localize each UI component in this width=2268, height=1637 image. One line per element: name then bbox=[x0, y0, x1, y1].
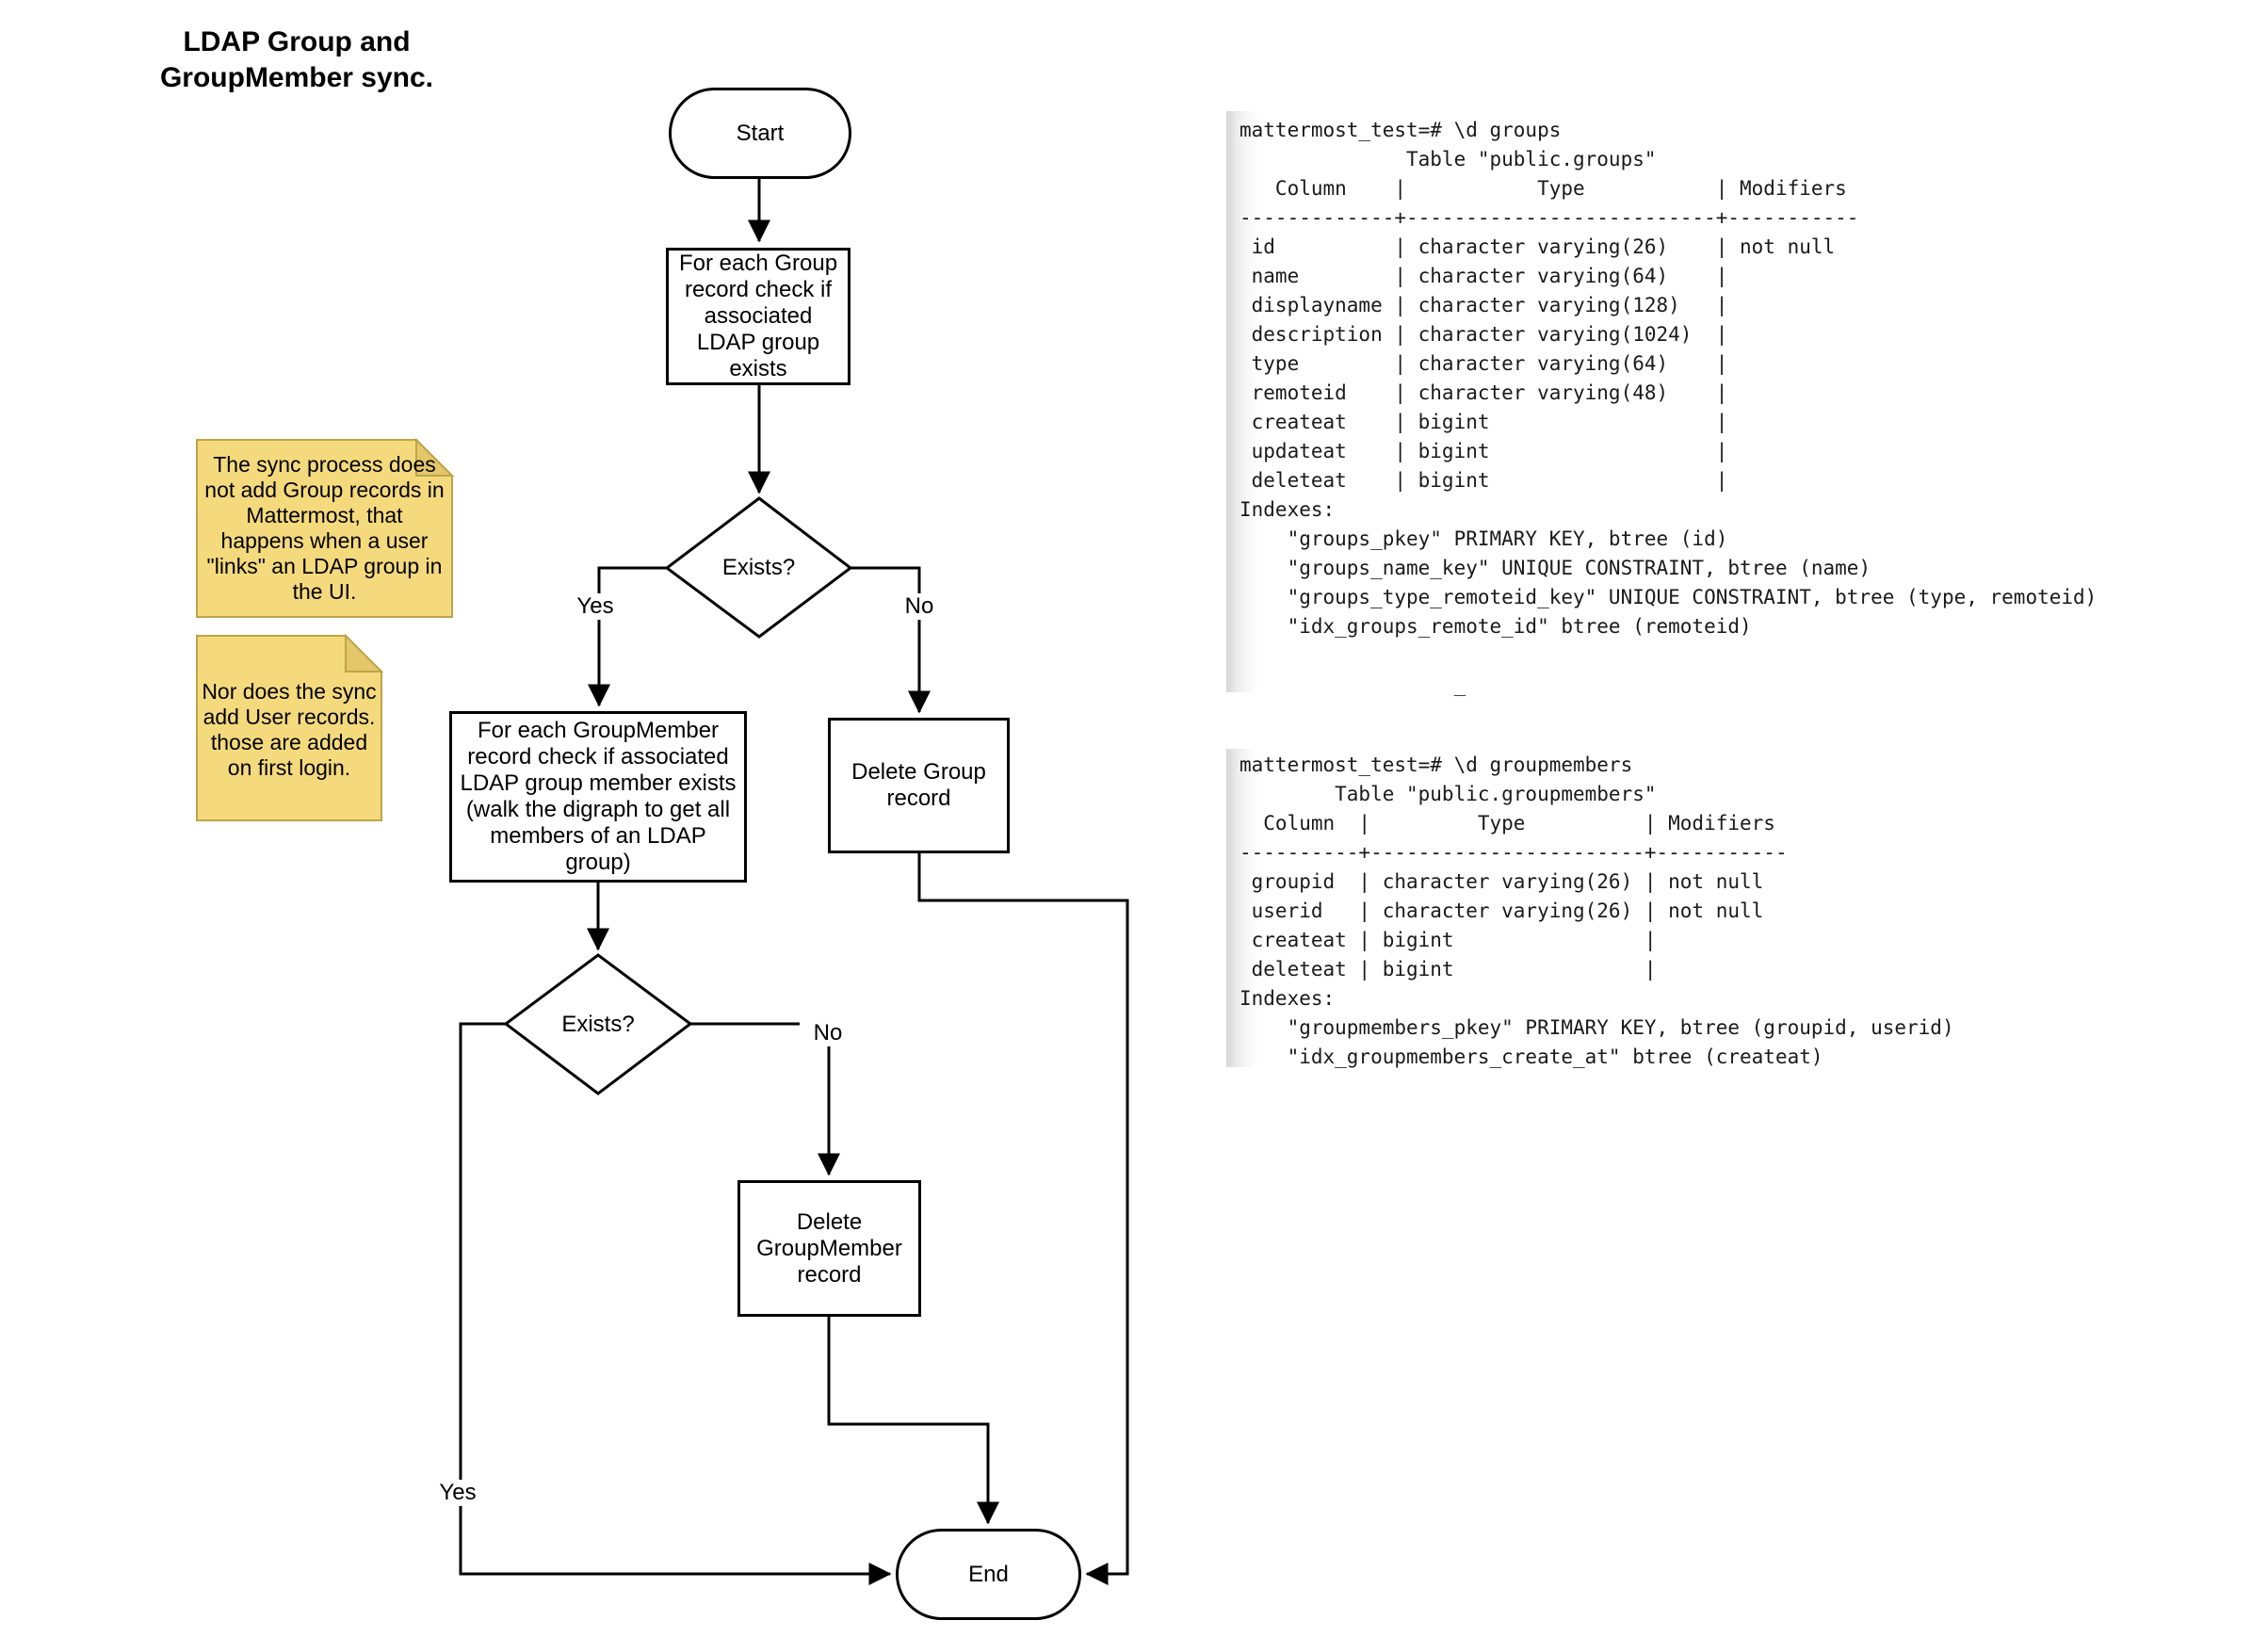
sticky-note-user-sync: Nor does the sync add User records. thos… bbox=[201, 650, 378, 810]
note-user-sync-fold bbox=[345, 633, 384, 673]
psql-output-groups-table: mattermost_test=# \d groups Table "publi… bbox=[1226, 111, 2161, 696]
edge-delete-groupmember-to-end bbox=[827, 1317, 999, 1525]
psql-output-groupmembers-text: mattermost_test=# \d groupmembers Table … bbox=[1239, 754, 1954, 1068]
note-group-sync-fold bbox=[415, 437, 455, 477]
decision2-diamond bbox=[503, 953, 693, 1095]
flow-node-delete-group: Delete Group record bbox=[828, 718, 1010, 853]
note-user-sync-shape bbox=[196, 635, 382, 821]
edge-label-yes-group: Yes bbox=[567, 593, 624, 620]
flow-node-check-group-label: For each Group record check if associate… bbox=[678, 251, 838, 381]
note-group-sync-shape bbox=[196, 439, 453, 618]
edge-label-no-group: No bbox=[891, 593, 948, 620]
flow-decision-group-exists-label: Exists? bbox=[721, 554, 796, 580]
flow-node-delete-groupmember-label: Delete GroupMember record bbox=[756, 1208, 902, 1288]
flow-decision-groupmember-exists-label: Exists? bbox=[561, 1011, 635, 1037]
sticky-note-group-sync-text: The sync process does not add Group reco… bbox=[204, 452, 445, 604]
edge-decision1-no bbox=[850, 566, 931, 714]
sticky-note-group-sync: The sync process does not add Group reco… bbox=[202, 450, 446, 607]
decision1-diamond bbox=[664, 496, 853, 639]
flow-node-delete-groupmember: Delete GroupMember record bbox=[737, 1180, 921, 1317]
edge-delete-group-to-end bbox=[917, 853, 1129, 1585]
flow-node-check-group: For each Group record check if associate… bbox=[666, 248, 850, 385]
sticky-note-user-sync-text: Nor does the sync add User records. thos… bbox=[202, 679, 377, 780]
edge-decision2-no bbox=[690, 1022, 840, 1176]
flow-node-start: Start bbox=[669, 88, 851, 179]
flow-decision-group-exists: Exists? bbox=[667, 498, 850, 637]
edge-label-yes-groupmember: Yes bbox=[429, 1480, 486, 1506]
edge-label-no-groupmember: No bbox=[800, 1020, 856, 1046]
psql-output-groupmembers-table: mattermost_test=# \d groupmembers Table … bbox=[1226, 749, 2161, 1068]
flow-decision-groupmember-exists: Exists? bbox=[506, 955, 690, 1094]
psql-output-groups-text: mattermost_test=# \d groups Table "publi… bbox=[1239, 119, 2098, 696]
page-title: LDAP Group and GroupMember sync. bbox=[159, 26, 434, 93]
flow-node-delete-group-label: Delete Group record bbox=[851, 759, 986, 811]
flow-node-check-groupmember-label: For each GroupMember record check if ass… bbox=[460, 718, 737, 875]
flow-node-check-groupmember: For each GroupMember record check if ass… bbox=[449, 711, 747, 883]
flow-node-start-label: Start bbox=[736, 120, 785, 146]
edge-decision1-yes bbox=[588, 566, 667, 707]
flow-node-end-label: End bbox=[968, 1561, 1009, 1587]
edge-decision2-yes bbox=[459, 1022, 892, 1585]
flow-node-end: End bbox=[896, 1529, 1081, 1620]
